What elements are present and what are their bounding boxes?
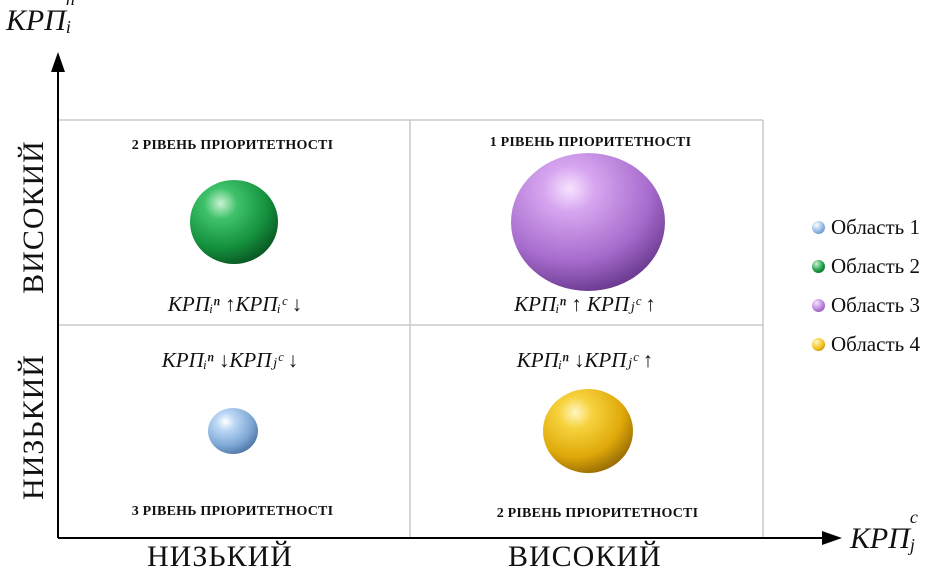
y-category-high: ВИСОКИЙ xyxy=(17,140,50,294)
legend-label-3: Область 3 xyxy=(831,293,920,317)
top-right-formula: КРПᵢⁿ ↑ КРПⱼᶜ ↑ xyxy=(514,292,656,316)
sphere-blue xyxy=(208,408,258,454)
y-axis-title-base: КРП xyxy=(6,4,66,37)
sphere-yellow xyxy=(543,389,633,473)
y-axis-title: КРПn i xyxy=(6,0,80,37)
x-category-high: ВИСОКИЙ xyxy=(508,540,662,573)
legend-label-1: Область 1 xyxy=(831,215,920,239)
legend-dot-3 xyxy=(812,299,825,312)
x-axis-title-base: КРП xyxy=(850,522,910,555)
legend-dot-2 xyxy=(812,260,825,273)
legend-dot-4 xyxy=(812,338,825,351)
legend-label-2: Область 2 xyxy=(831,254,920,278)
y-axis-title-sup: n xyxy=(66,0,75,8)
quadrant-grid xyxy=(58,119,764,538)
legend-label-4: Область 4 xyxy=(831,332,920,356)
bottom-right-formula: КРПᵢⁿ ↓КРПⱼᶜ ↑ xyxy=(516,348,654,372)
y-category-low: НИЗЬКИЙ xyxy=(17,354,50,500)
legend-item-3: Область 3 xyxy=(812,293,920,318)
y-axis xyxy=(51,52,65,538)
legend: Область 1 Область 2 Область 3 Область 4 xyxy=(812,215,920,357)
x-axis-title-sub: j xyxy=(909,535,915,555)
legend-item-4: Область 4 xyxy=(812,332,920,357)
x-axis-title-sup: c xyxy=(909,507,918,527)
legend-dot-1 xyxy=(812,221,825,234)
top-right-level-label: 1 РІВЕНЬ ПРІОРИТЕТНОСТІ xyxy=(489,135,692,150)
legend-item-1: Область 1 xyxy=(812,215,920,240)
bottom-left-level-label: 3 РІВЕНЬ ПРІОРИТЕТНОСТІ xyxy=(131,504,334,519)
sphere-purple xyxy=(511,153,665,291)
legend-item-2: Область 2 xyxy=(812,254,920,279)
x-axis xyxy=(58,531,842,545)
bottom-left-formula: КРПᵢⁿ ↓КРПⱼᶜ ↓ xyxy=(161,348,299,372)
x-category-low: НИЗЬКИЙ xyxy=(147,540,293,573)
y-axis-title-sub: i xyxy=(65,17,71,37)
top-left-formula: КРПᵢⁿ ↑КРПᵢᶜ ↓ xyxy=(167,292,303,316)
sphere-green xyxy=(190,180,278,264)
top-left-level-label: 2 РІВЕНЬ ПРІОРИТЕТНОСТІ xyxy=(131,138,334,153)
bottom-right-level-label: 2 РІВЕНЬ ПРІОРИТЕТНОСТІ xyxy=(496,506,699,521)
